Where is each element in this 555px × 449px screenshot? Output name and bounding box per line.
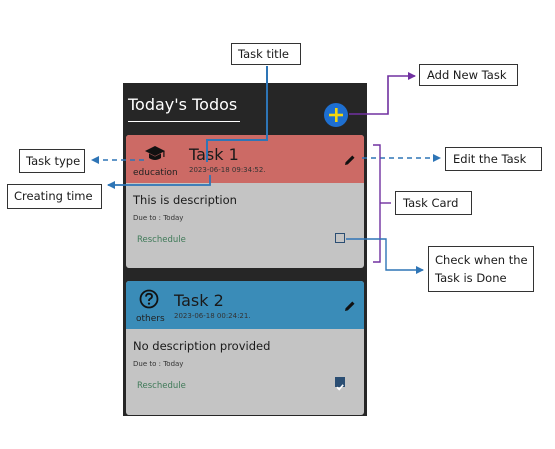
callout-task-title: Task title (231, 43, 301, 65)
edit-pencil-icon[interactable] (344, 154, 356, 166)
plus-icon (329, 108, 343, 122)
done-checkbox[interactable] (335, 233, 345, 243)
task-card-header: education Task 1 2023-06-18 09:34:52. (126, 135, 364, 183)
callout-edit-task: Edit the Task (445, 147, 542, 171)
task-type-label: education (133, 168, 178, 178)
reschedule-link[interactable]: Reschedule (137, 381, 186, 391)
connector-task-title (206, 66, 268, 162)
task-due: Due to : Today (133, 360, 184, 368)
task-description: No description provided (133, 339, 271, 353)
callout-creating-time: Creating time (7, 184, 102, 209)
graduation-cap-icon (145, 146, 165, 160)
task-card[interactable]: others Task 2 2023-06-18 00:24:21. No de… (126, 281, 364, 415)
reschedule-link[interactable]: Reschedule (137, 235, 186, 245)
checkmark-icon (336, 384, 344, 391)
connector-check-done (346, 238, 424, 274)
page-title: Today's Todos (128, 95, 238, 114)
add-task-button[interactable] (324, 103, 348, 127)
task-type-label: others (136, 314, 165, 324)
done-checkbox[interactable] (335, 377, 345, 391)
callout-task-type: Task type (19, 149, 85, 173)
callout-check-done: Check when the Task is Done (428, 246, 534, 292)
phone-screen: Today's Todos education Task 1 2023-06-1… (123, 83, 367, 416)
question-circle-icon (139, 289, 159, 309)
task-created-time: 2023-06-18 00:24:21. (174, 312, 251, 320)
connector-add-task (349, 72, 416, 115)
title-underline (128, 121, 240, 122)
task-title: Task 1 (189, 145, 239, 164)
callout-task-card: Task Card (395, 191, 472, 215)
task-due: Due to : Today (133, 214, 184, 222)
connector-creating-time (107, 175, 211, 189)
callout-add-new-task: Add New Task (419, 64, 518, 86)
task-card-bracket (373, 144, 381, 263)
edit-pencil-icon[interactable] (344, 300, 356, 312)
task-card[interactable]: education Task 1 2023-06-18 09:34:52. Th… (126, 135, 364, 268)
task-description: This is description (133, 193, 237, 207)
task-card-header: others Task 2 2023-06-18 00:24:21. (126, 281, 364, 329)
task-created-time: 2023-06-18 09:34:52. (189, 166, 266, 174)
task-title: Task 2 (174, 291, 224, 310)
